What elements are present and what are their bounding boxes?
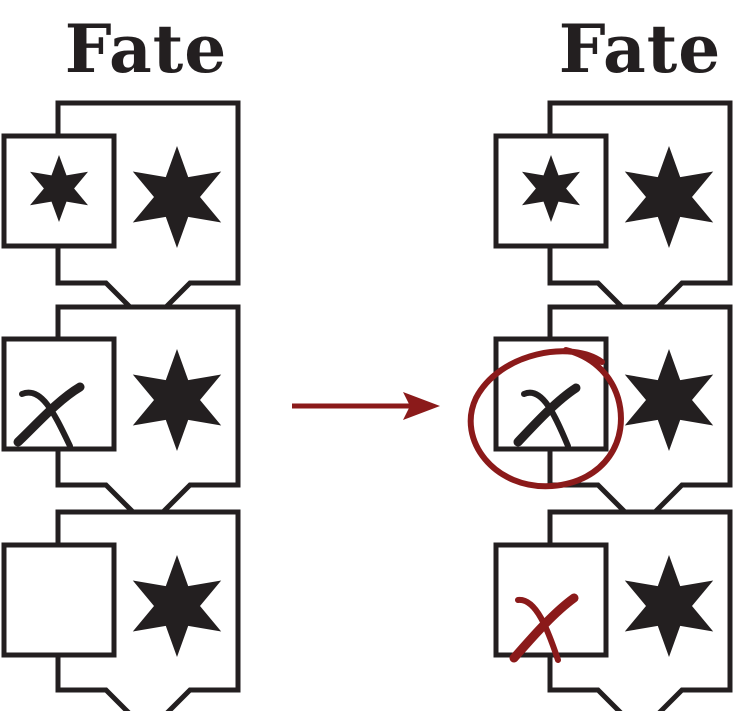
left-panel: Fate [1, 10, 241, 711]
right-row-3 [493, 509, 733, 711]
transition-arrow-icon [292, 392, 440, 420]
left-row-1-small-star-icon [30, 155, 88, 222]
right-row-3-red-x-mark-icon [509, 593, 579, 663]
left-row-2-x-mark-icon [13, 382, 85, 449]
right-row-3-large-star-icon [624, 555, 714, 657]
left-panel-title: Fate [65, 10, 228, 88]
left-row-3 [1, 509, 241, 711]
right-row-1-small-star-icon [522, 155, 580, 222]
right-row-2 [467, 304, 733, 531]
left-row-2-large-star-icon [132, 349, 222, 451]
right-row-1-large-star-icon [624, 146, 714, 248]
left-row-2-checkbox [1, 336, 117, 452]
left-row-3-large-star-icon [132, 555, 222, 657]
right-row-1 [493, 100, 733, 329]
right-row-2-highlight-circle-icon [467, 347, 624, 490]
left-row-2 [1, 304, 241, 531]
left-row-1-large-star-icon [132, 146, 222, 248]
right-panel-title: Fate [559, 10, 722, 88]
right-panel: Fate [467, 10, 733, 711]
left-row-3-checkbox [1, 542, 117, 658]
right-row-2-x-mark-icon [513, 383, 581, 449]
right-row-2-large-star-icon [624, 349, 714, 451]
left-row-1 [1, 100, 241, 329]
